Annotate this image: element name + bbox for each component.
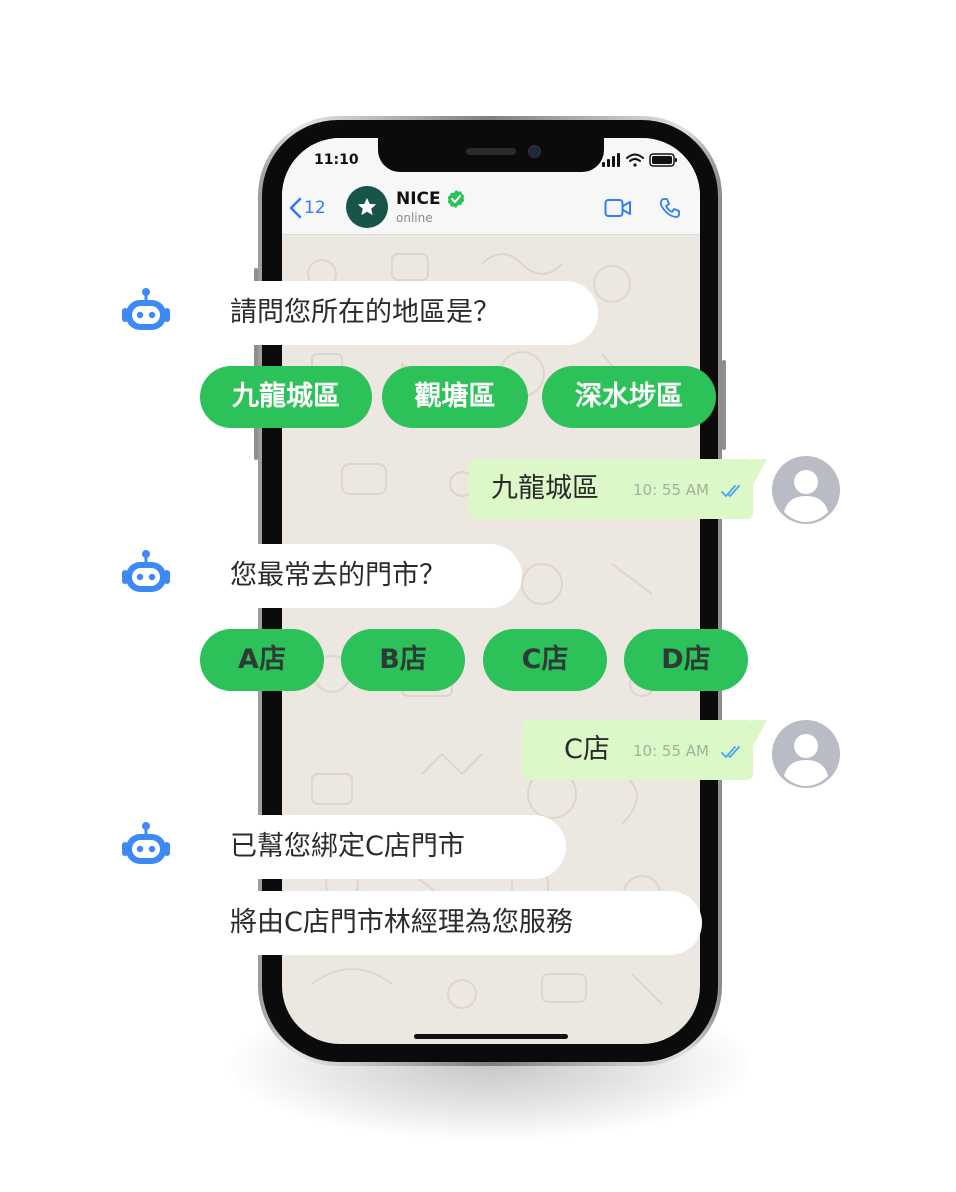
user-message-region-answer: 九龍城區 10: 55 AM: [469, 459, 767, 519]
contact-status: online: [396, 211, 433, 225]
user-message-text: 九龍城區: [491, 473, 599, 504]
battery-icon: [649, 153, 677, 167]
front-camera: [528, 145, 541, 158]
user-avatar-icon: [772, 456, 840, 524]
option-kwun-tong[interactable]: 觀塘區: [382, 366, 528, 428]
bot-message-manager-assigned: 將由C店門市林經理為您服務: [200, 891, 702, 955]
video-camera-icon[interactable]: [604, 198, 632, 218]
back-count: 12: [304, 198, 326, 218]
bot-message-store-question: 您最常去的門市？: [200, 544, 522, 608]
chevron-left-icon: [289, 197, 302, 219]
contact-avatar[interactable]: [346, 186, 388, 228]
home-indicator[interactable]: [414, 1034, 568, 1039]
status-time: 11:10: [314, 152, 359, 168]
bot-message-store-bound: 已幫您綁定C店門市: [200, 815, 566, 879]
side-button-left-2: [254, 330, 258, 386]
option-store-b[interactable]: B店: [341, 629, 465, 691]
option-sham-shui-po[interactable]: 深水埗區: [542, 366, 716, 428]
option-store-c[interactable]: C店: [483, 629, 607, 691]
message-time: 10: 55 AM: [633, 481, 709, 499]
user-avatar-icon: [772, 720, 840, 788]
cellular-signal-icon: [602, 153, 620, 167]
double-check-icon: [721, 746, 740, 759]
back-button[interactable]: 12: [288, 194, 326, 222]
wifi-icon: [626, 153, 644, 167]
side-button-right: [722, 360, 726, 450]
robot-icon: [122, 822, 170, 864]
option-store-a[interactable]: A店: [200, 629, 324, 691]
earpiece-speaker: [466, 148, 516, 155]
verified-check-icon: [447, 190, 464, 208]
side-button-left-3: [254, 404, 258, 460]
status-icons: [602, 153, 677, 167]
contact-name[interactable]: NICE: [396, 189, 466, 209]
user-message-text: C店: [564, 734, 610, 765]
star-icon: [357, 197, 377, 216]
phone-icon[interactable]: [658, 196, 682, 220]
chat-header: 11:10 12 NI: [282, 138, 700, 235]
double-check-icon: [721, 485, 740, 498]
message-time: 10: 55 AM: [633, 742, 709, 760]
robot-icon: [122, 288, 170, 330]
phone-notch: [378, 138, 604, 172]
bubble-tail: [751, 459, 767, 489]
option-kowloon-city[interactable]: 九龍城區: [200, 366, 372, 428]
bot-message-region-question: 請問您所在的地區是？: [200, 281, 598, 345]
user-message-store-answer: C店 10: 55 AM: [522, 720, 767, 780]
bubble-tail: [751, 720, 767, 750]
contact-name-text: NICE: [396, 189, 441, 209]
option-store-d[interactable]: D店: [624, 629, 748, 691]
robot-icon: [122, 550, 170, 592]
